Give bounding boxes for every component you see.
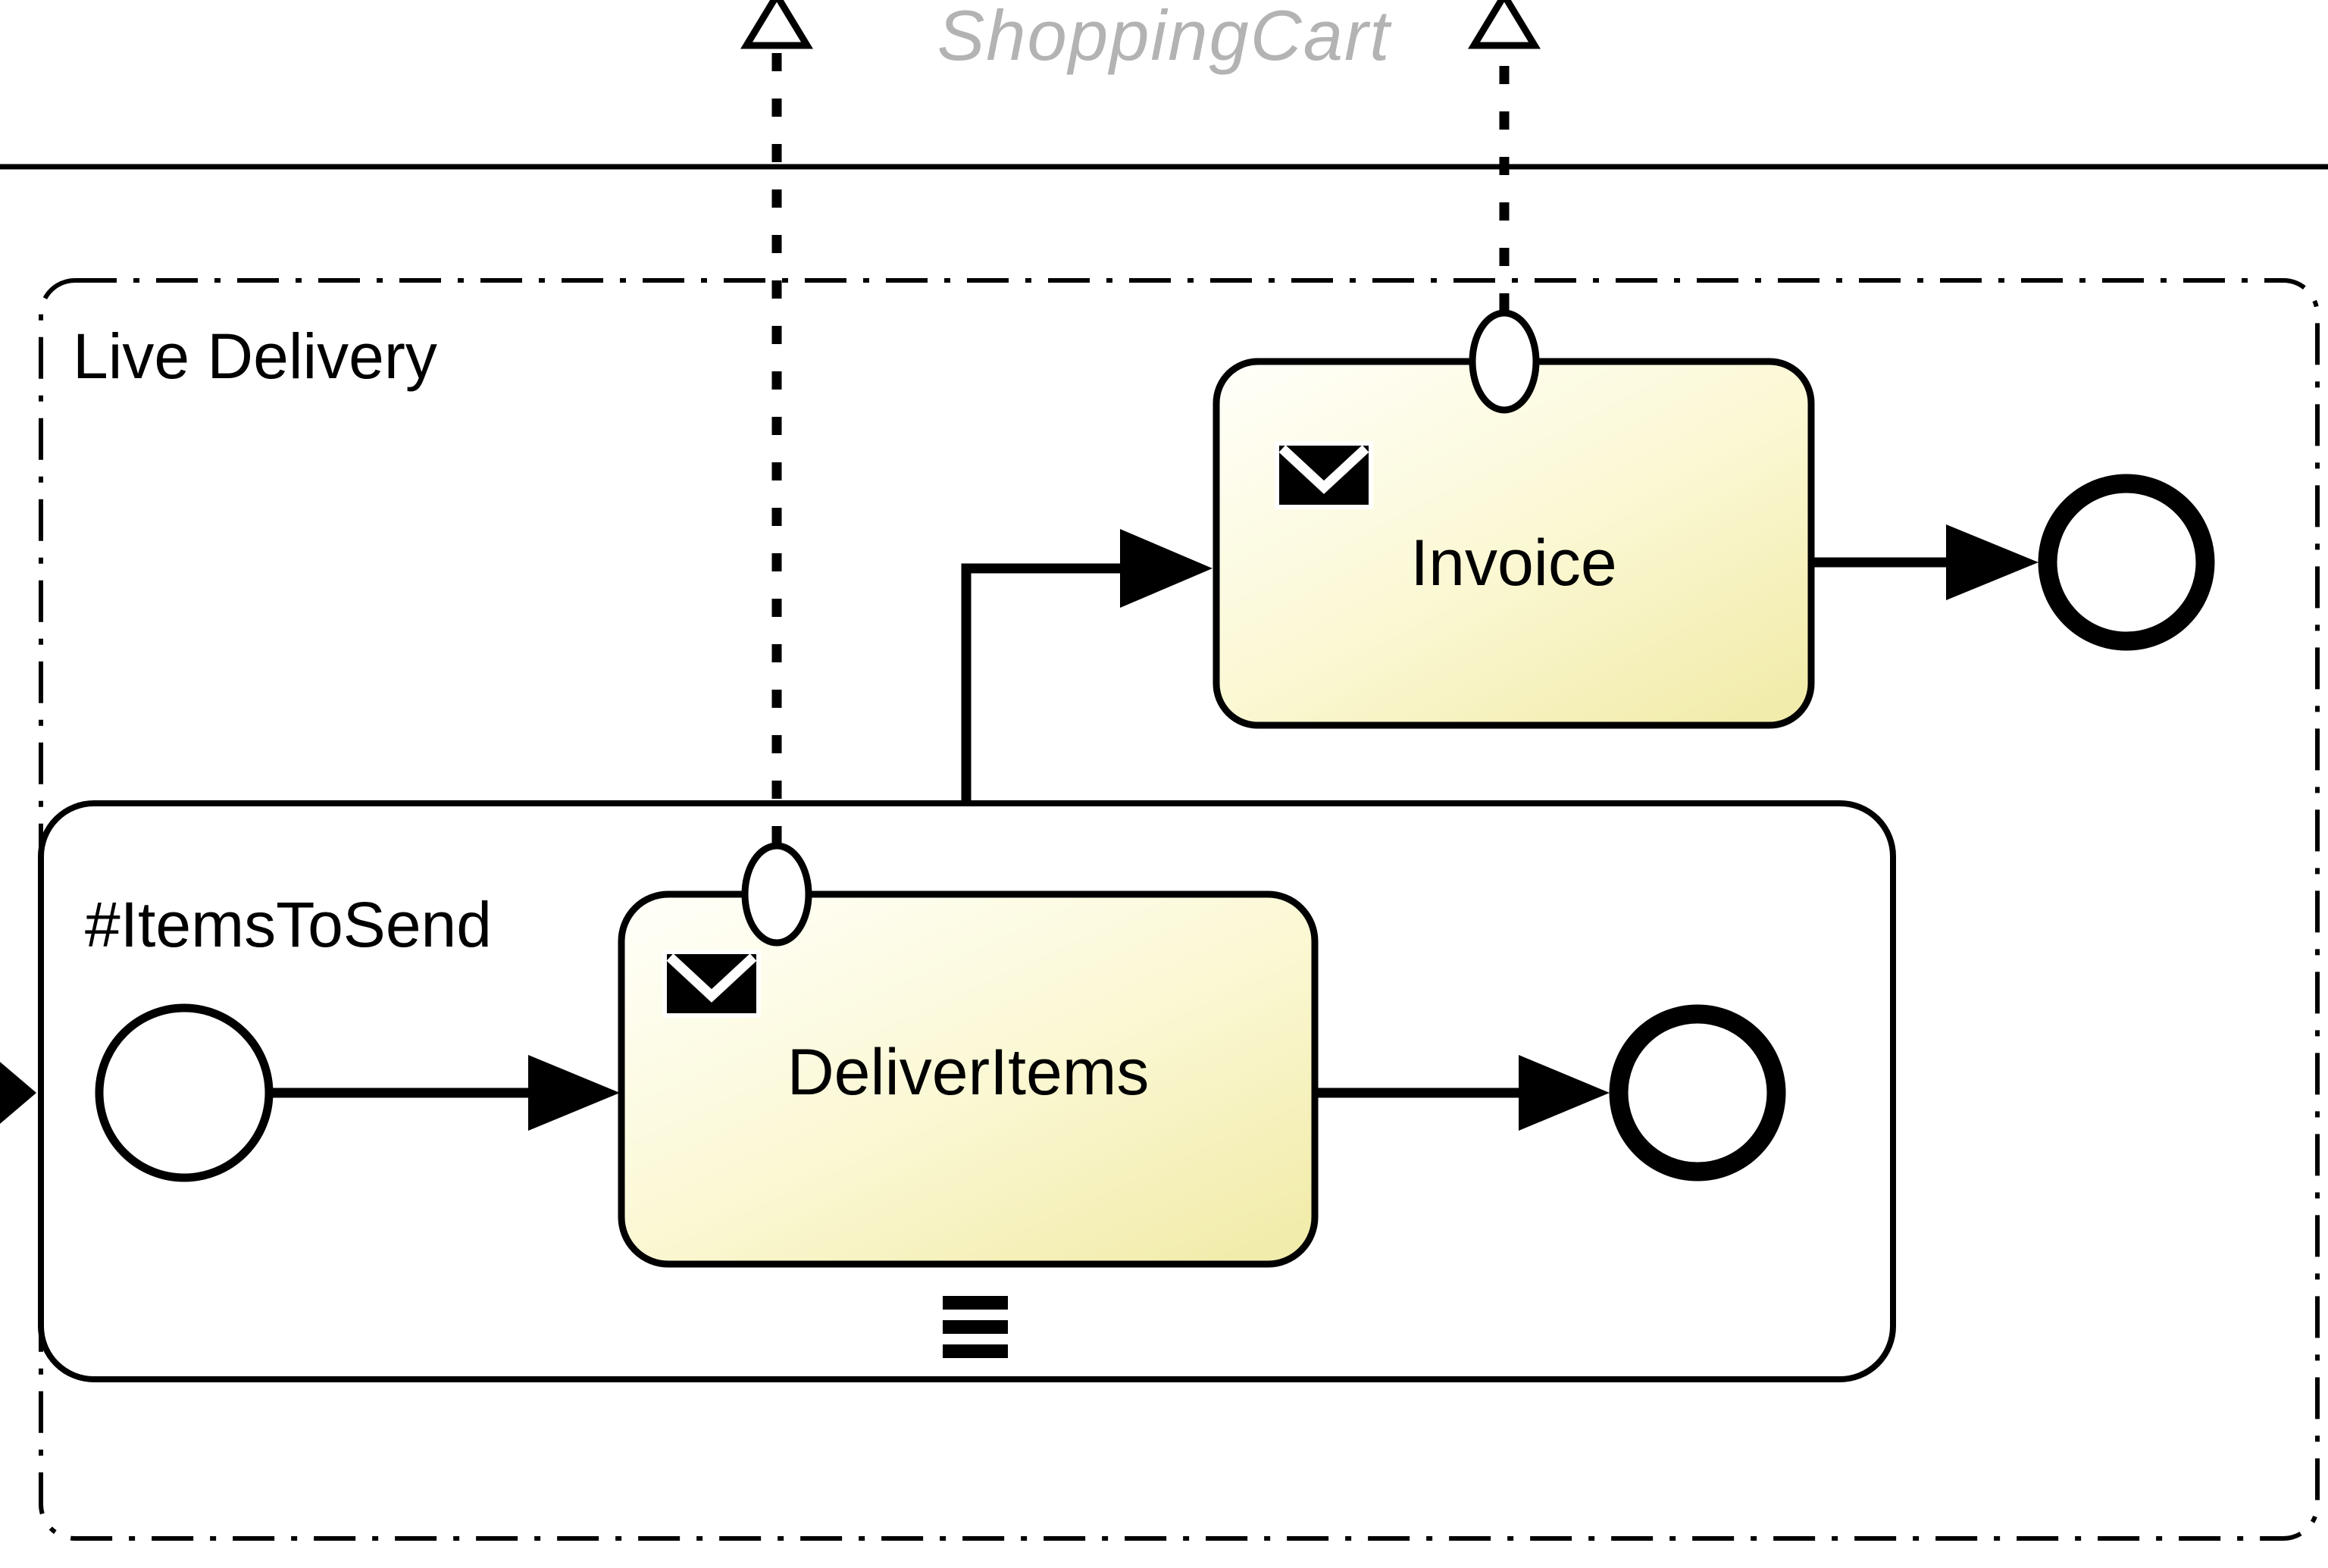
boundary-event-circle-deliveritems[interactable] [741, 842, 812, 947]
task-label-invoice[interactable]: Invoice [1410, 527, 1617, 599]
open-triangle-arrowhead-icon [740, 0, 813, 49]
pool-label[interactable]: ShoppingCart [937, 0, 1391, 75]
message-envelope-icon [1275, 441, 1373, 509]
boundary-event-circle-invoice[interactable] [1469, 309, 1540, 414]
task-label-deliver-items[interactable]: DeliverItems [787, 1036, 1150, 1109]
arrowhead-icon [1120, 529, 1212, 608]
sequence-flow-subprocess-to-invoice[interactable] [961, 563, 1123, 803]
end-event-circle-subprocess[interactable] [1609, 1004, 1786, 1181]
start-event-circle[interactable] [95, 1003, 274, 1182]
incoming-flow-arrowhead-icon [0, 1062, 36, 1124]
message-envelope-icon [662, 950, 761, 1018]
group-label-live-delivery[interactable]: Live Delivery [73, 321, 437, 392]
sequential-multi-instance-icon [943, 1296, 1008, 1358]
open-triangle-arrowhead-icon [1468, 0, 1541, 49]
arrowhead-icon [1946, 524, 2039, 600]
end-event-circle-invoice[interactable] [2038, 474, 2215, 651]
arrowhead-icon [1519, 1055, 1610, 1131]
subprocess-label-items-to-send[interactable]: #ItemsToSend [85, 889, 492, 960]
task-deliver-items[interactable] [618, 890, 1319, 1268]
arrowhead-icon [528, 1055, 620, 1131]
